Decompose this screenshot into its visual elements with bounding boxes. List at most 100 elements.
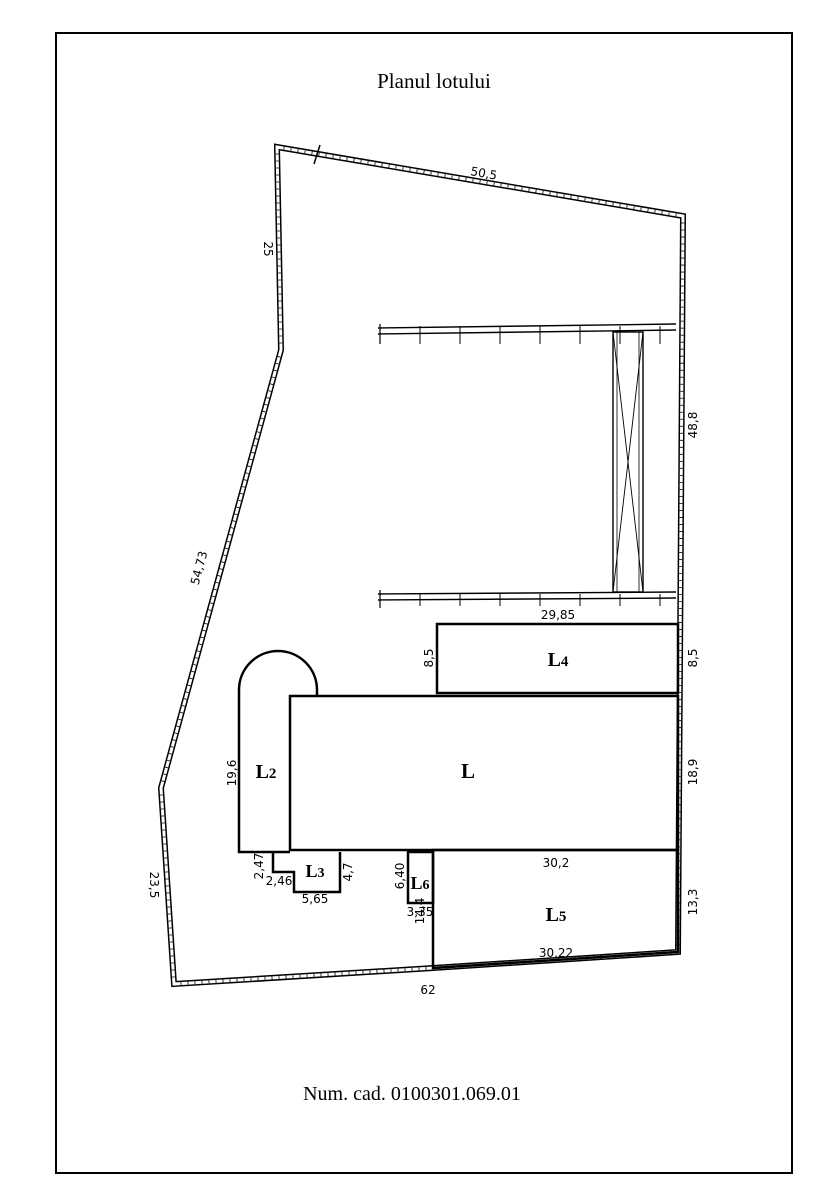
hatch-tick (437, 172, 439, 176)
hatch-tick (479, 179, 481, 184)
fence-upper (377, 323, 677, 344)
hatch-tick (472, 178, 474, 182)
hatch-tick (170, 746, 174, 748)
dim-l4-top: 29,85 (541, 608, 575, 622)
label-L3: L3 (305, 861, 324, 881)
hatch-tick (535, 189, 537, 193)
dim-top: 50,5 (469, 164, 498, 182)
hatch-tick (486, 181, 488, 185)
hatch-tick (430, 171, 432, 175)
hatch-tick (174, 732, 178, 735)
hatch-tick (256, 431, 261, 433)
hatch-tick (409, 168, 411, 172)
hatch-tick (661, 210, 663, 214)
hatch-tick (176, 725, 180, 728)
hatch-tick (647, 208, 649, 212)
dim-l4-left: 8,5 (422, 648, 436, 667)
hatch-tick (206, 616, 210, 618)
hatch-tick (528, 188, 530, 192)
building-L3 (271, 852, 342, 894)
hatch-tick (570, 195, 572, 199)
hatch-tick (166, 759, 171, 762)
hatch-tick (353, 158, 355, 162)
hatch-tick (500, 183, 502, 187)
hatch-tick (178, 718, 182, 721)
hatch-tick (255, 438, 259, 440)
building-labels: L L2 L3 L4 L5 L6 (256, 649, 569, 926)
boundary-tick-mark (313, 144, 321, 165)
hatch-tick (232, 520, 236, 522)
hatch-tick (402, 166, 404, 170)
dim-bottom: 62 (420, 983, 435, 997)
label-L4: L4 (548, 649, 569, 671)
crossed-structure (612, 331, 644, 593)
hatch-tick (675, 213, 677, 217)
fence-lower (377, 590, 677, 608)
hatch-tick (183, 698, 187, 700)
hatch-tick (208, 609, 212, 611)
hatch-tick (168, 752, 172, 755)
hatch-tick (633, 206, 635, 210)
hatch-tick (230, 527, 234, 529)
hatch-tick (228, 533, 232, 536)
hatch-tick (253, 445, 257, 447)
hatch-tick (163, 773, 167, 776)
hatch-tick (640, 207, 642, 211)
hatch-tick (247, 465, 251, 468)
hatch-tick (241, 486, 246, 488)
dim-l3-c: 5,65 (302, 892, 329, 906)
label-L2: L2 (256, 761, 277, 783)
dim-l-right: 18,9 (686, 759, 700, 786)
hatch-tick (339, 156, 341, 160)
hatch-tick (210, 602, 214, 605)
hatch-tick (654, 209, 656, 213)
dim-l3-d: 4,7 (341, 862, 355, 881)
label-L5: L5 (546, 904, 567, 926)
label-L6: L6 (410, 873, 429, 893)
building-L4 (435, 622, 680, 695)
dim-l5-bottom: 30,22 (539, 946, 573, 960)
hatch-tick (200, 636, 204, 639)
hatch-tick (273, 369, 277, 372)
hatch-tick (226, 540, 231, 543)
dim-l6-b: 3,35 (407, 905, 434, 919)
dim-l3-b: 2,46 (266, 874, 293, 888)
hatch-tick (395, 165, 397, 169)
hatch-tick (458, 176, 460, 180)
hatch-tick (514, 185, 516, 189)
hatch-tick (275, 362, 279, 365)
hatch-tick (304, 150, 306, 154)
hatch-tick (374, 162, 376, 166)
hatch-tick (416, 169, 418, 173)
hatch-tick (243, 479, 247, 481)
hatch-tick (605, 201, 607, 205)
page-frame (55, 32, 793, 1174)
hatch-tick (195, 657, 199, 659)
hatch-tick (215, 581, 219, 584)
hatch-tick (360, 159, 362, 163)
label-L: L (461, 759, 475, 783)
hatch-tick (262, 410, 266, 413)
hatch-tick (161, 780, 165, 782)
hatch-tick (332, 154, 334, 159)
hatch-tick (346, 157, 348, 161)
dim-right-upper: 48,8 (686, 412, 700, 439)
dim-left-upper: 25 (261, 241, 275, 256)
hatch-tick (668, 212, 670, 216)
hatch-tick (556, 193, 558, 197)
hatch-tick (189, 677, 193, 680)
hatch-tick (185, 691, 189, 693)
hatch-tick (507, 184, 509, 188)
hatch-tick (219, 568, 223, 570)
hatch-tick (245, 472, 249, 474)
hatch-tick (238, 499, 242, 502)
hatch-tick (283, 146, 285, 150)
hatch-tick (271, 376, 276, 379)
hatch-tick (225, 547, 229, 550)
lot-boundary (157, 143, 687, 988)
hatch-tick (180, 711, 184, 714)
boundary-hatch (159, 146, 685, 986)
hatch-tick (234, 513, 238, 516)
hatch-tick (193, 664, 197, 666)
hatch-tick (191, 670, 195, 673)
